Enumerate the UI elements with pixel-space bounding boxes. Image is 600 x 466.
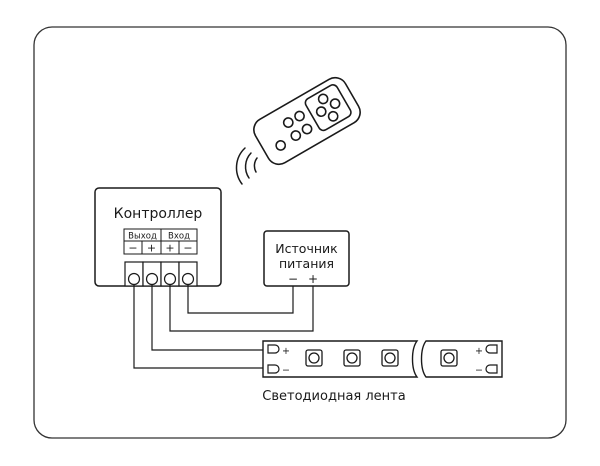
controller-in-plus: + [165,242,174,255]
diagram-frame [33,26,567,439]
power-supply-title-line1: Источник [275,241,338,256]
led-strip-left-pads [267,344,280,374]
power-supply-plus: + [308,272,318,286]
led-strip-left-plus: + [282,346,290,357]
led-chip [305,349,323,367]
power-supply-minus: − [288,272,298,286]
wire-output-plus [151,285,265,351]
led-strip-left-minus: − [282,365,290,376]
led-chip [440,349,458,367]
led-strip-right-pads [485,344,498,374]
power-supply-box [263,230,350,287]
led-strip-right-minus: − [475,365,483,376]
led-chips [305,349,458,367]
controller-output-label: Выход [128,232,157,242]
controller-input-label: Вход [168,232,190,242]
wire-output-minus [133,285,265,369]
power-supply-title-line2: питания [279,256,334,271]
wires [133,285,314,369]
controller-title: Контроллер [114,206,203,222]
controller-terminals [124,261,198,287]
wire-input-plus [169,285,314,332]
wire-input-minus [187,285,294,314]
led-chip [343,349,361,367]
signal-waves-icon [235,147,258,185]
led-chip [381,349,399,367]
remote-control-icon [253,76,361,166]
controller-terminal-table [123,228,198,255]
controller-out-plus: + [147,242,156,255]
led-strip-label: Светодиодная лента [262,389,405,404]
controller-out-minus: − [128,242,137,255]
controller-in-minus: − [183,242,192,255]
led-strip-right-plus: + [475,346,483,357]
